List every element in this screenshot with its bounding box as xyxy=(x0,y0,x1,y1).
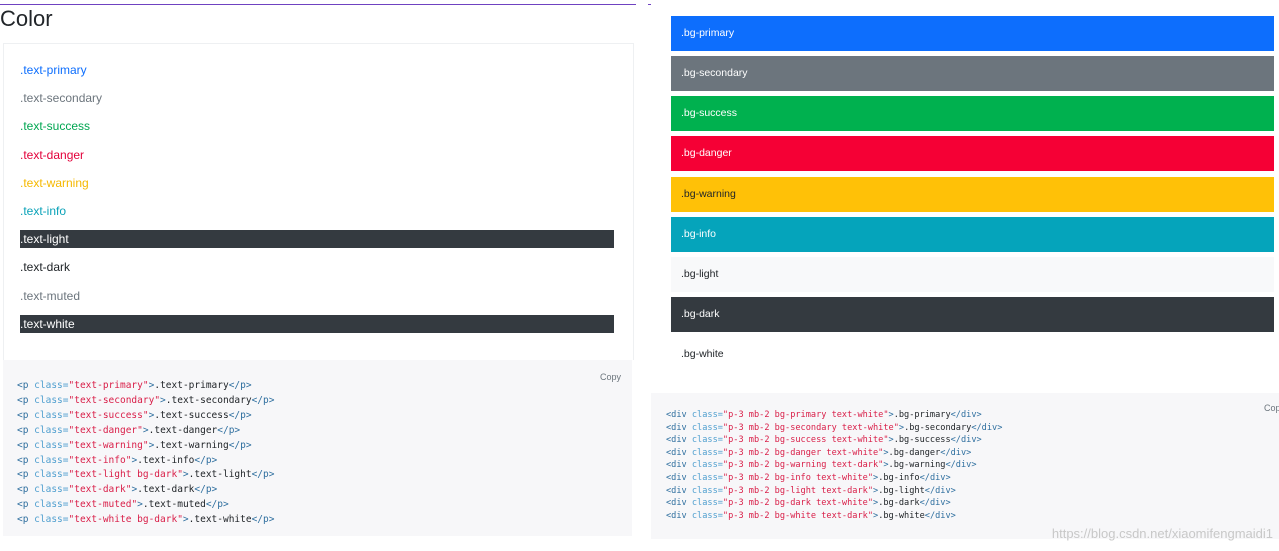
bg-example-bg-info: .bg-info xyxy=(671,216,1274,252)
code-line: <p class="text-secondary">.text-secondar… xyxy=(17,394,275,406)
text-color-panel: Color .text-primary.text-secondary.text-… xyxy=(0,0,636,551)
code-snippet-left[interactable]: Copy <p class="text-primary">.text-prima… xyxy=(3,360,632,536)
copy-button-right[interactable]: Copy xyxy=(1263,403,1279,413)
code-line: <div class="p-3 mb-2 bg-secondary text-w… xyxy=(666,422,1003,433)
code-line: <div class="p-3 mb-2 bg-info text-white"… xyxy=(666,473,951,483)
text-color-example: .text-primary .text-secondary .text-succes… xyxy=(3,43,634,360)
code-line: <p class="text-success">.text-success</p… xyxy=(17,409,252,421)
text-example-text-info: .text-info xyxy=(20,204,67,218)
code-line: <div class="p-3 mb-2 bg-warning text-dar… xyxy=(666,460,977,471)
text-example-text-dark: .text-dark xyxy=(20,260,71,275)
bg-example-bg-warning: .bg-warning xyxy=(671,176,1274,212)
bg-color-example: .bg-primary .bg-secondary .bg-success .bg-d… xyxy=(651,0,1279,393)
text-example-text-white: .text-white xyxy=(20,314,614,333)
code-line: <div class="p-3 mb-2 bg-dark text-white"… xyxy=(666,498,951,509)
code-snippet-right[interactable]: Copy <div class="p-3 mb-2 bg-primary tex… xyxy=(651,393,1279,539)
code-line: <p class="text-muted">.text-muted</p> xyxy=(17,499,229,511)
code-line: <p class="text-primary">.text-primary</p… xyxy=(17,380,252,391)
bg-example-bg-secondary: .bg-secondary xyxy=(671,56,1274,92)
page-title: Color xyxy=(0,6,53,31)
code-line: <div class="p-3 mb-2 bg-white text-dark"… xyxy=(666,510,956,521)
watermark: https://blog.csdn.net/xiaomifengmaidi1 xyxy=(1051,526,1273,541)
code-line: <p class="text-danger">.text-danger</p> xyxy=(17,424,241,436)
code-line: <p class="text-white bg-dark">.text-whit… xyxy=(17,514,275,526)
code-line: <p class="text-info">.text-info</p> xyxy=(17,454,218,466)
text-example-text-danger: .text-danger xyxy=(20,147,85,162)
bg-example-bg-success: .bg-success xyxy=(671,96,1274,132)
code-line: <div class="p-3 mb-2 bg-success text-whi… xyxy=(666,435,982,446)
text-example-text-primary: .text-primary xyxy=(20,63,87,77)
bg-example-bg-danger: .bg-danger xyxy=(671,136,1274,172)
code-line: <p class="text-light bg-dark">.text-ligh… xyxy=(17,469,275,481)
bg-example-bg-white: .bg-white xyxy=(671,337,1274,373)
code-line: <div class="p-3 mb-2 bg-primary text-whi… xyxy=(666,410,982,420)
bg-color-panel: .bg-primary .bg-secondary .bg-success .bg-d… xyxy=(648,0,1279,551)
top-divider-left xyxy=(0,4,636,5)
code-line: <p class="text-warning">.text-warning</p… xyxy=(17,439,252,451)
text-example-text-warning: .text-warning xyxy=(20,175,89,190)
text-example-text-muted: .text-muted xyxy=(20,288,81,303)
code-line: <div class="p-3 mb-2 bg-light text-dark"… xyxy=(666,485,956,496)
copy-button-left[interactable]: Copy xyxy=(599,372,621,382)
bg-example-bg-primary: .bg-primary xyxy=(671,16,1274,51)
code-line: <div class="p-3 mb-2 bg-danger text-whit… xyxy=(666,447,972,458)
code-line: <p class="text-dark">.text-dark</p> xyxy=(17,484,218,496)
bg-example-bg-light: .bg-light xyxy=(671,256,1274,292)
text-example-text-success: .text-success xyxy=(20,119,91,134)
text-example-text-light: .text-light xyxy=(20,230,614,249)
bg-example-bg-dark: .bg-dark xyxy=(671,297,1274,333)
text-example-text-secondary: .text-secondary xyxy=(20,91,103,106)
